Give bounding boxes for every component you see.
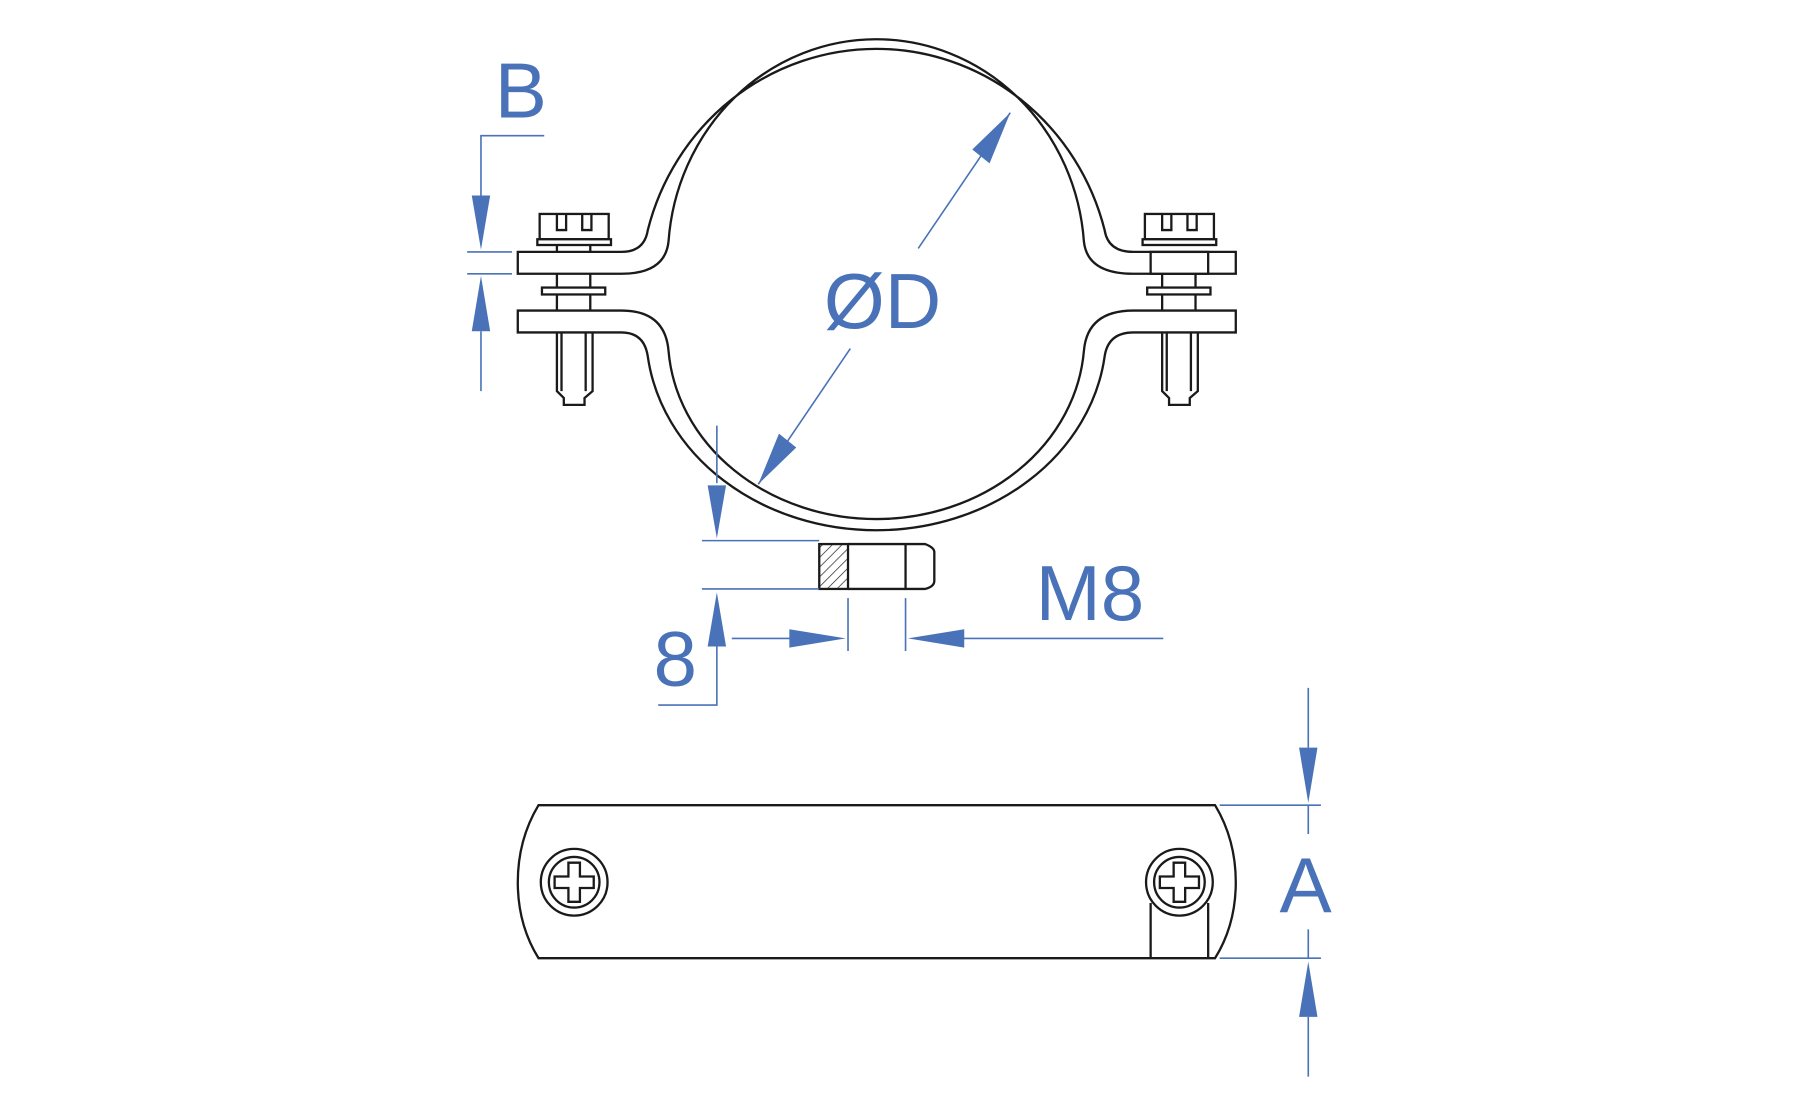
dimension-diameter: ØD bbox=[757, 112, 1011, 485]
label-b: B bbox=[495, 46, 547, 134]
label-nut-height: 8 bbox=[654, 615, 698, 703]
left-bolt bbox=[536, 212, 613, 407]
right-bolt bbox=[1141, 212, 1218, 407]
upper-band bbox=[516, 38, 1237, 275]
lower-band bbox=[516, 309, 1237, 532]
label-thread: M8 bbox=[1036, 549, 1145, 637]
dimension-nut-height: 8 bbox=[654, 425, 820, 706]
dimension-a: A bbox=[1219, 687, 1333, 1077]
dimension-b: B bbox=[467, 46, 547, 392]
m8-nut bbox=[818, 542, 936, 591]
clamp-front-view bbox=[516, 38, 1237, 591]
dimension-thread: M8 bbox=[731, 549, 1164, 652]
clamp-side-view bbox=[516, 804, 1237, 960]
label-diameter: ØD bbox=[824, 257, 941, 345]
right-screw-head bbox=[1144, 847, 1214, 917]
left-screw-head bbox=[539, 847, 609, 917]
label-a: A bbox=[1280, 841, 1333, 929]
